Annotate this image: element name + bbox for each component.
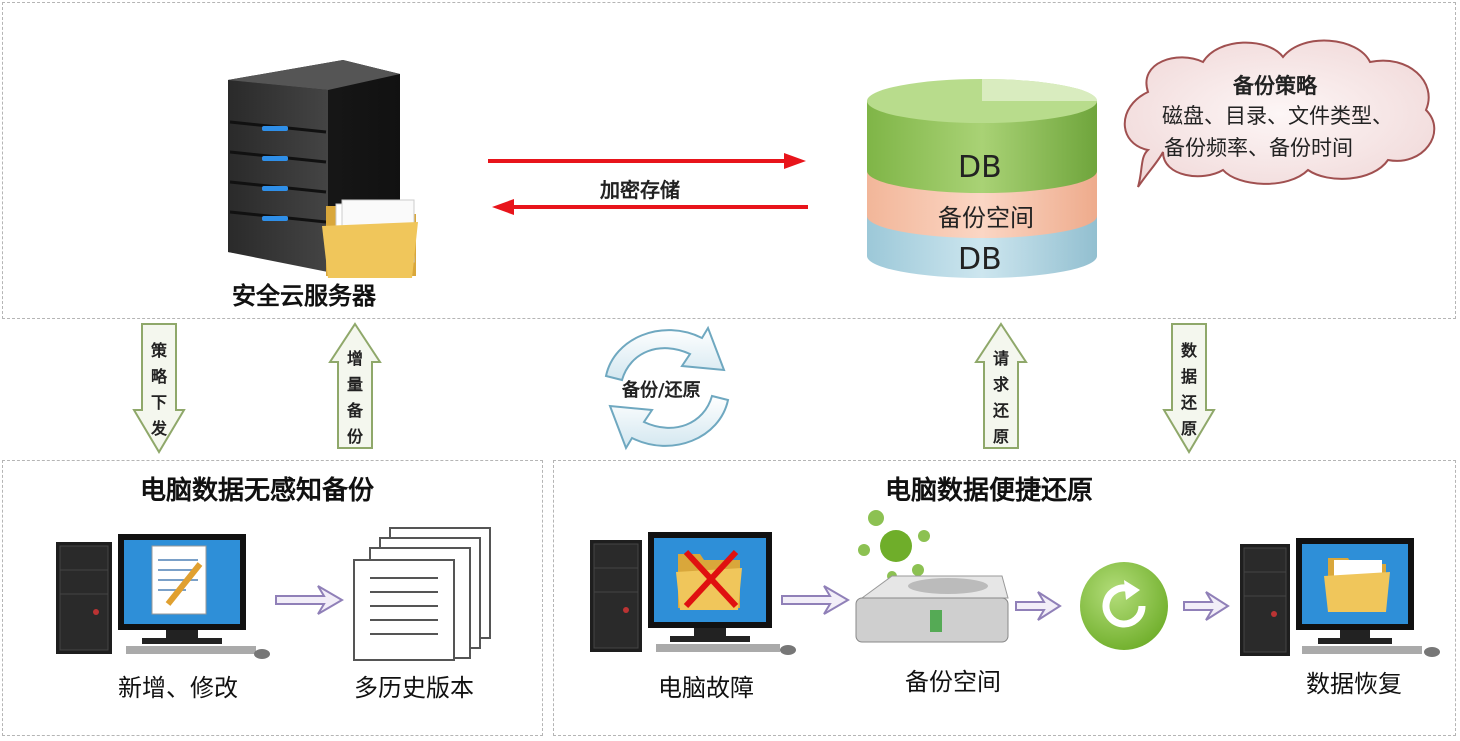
cloud-title: 备份策略 — [1233, 74, 1317, 98]
incremental-char-1: 增 — [346, 349, 363, 368]
cloud-line2: 备份频率、备份时间 — [1164, 136, 1353, 160]
database-cylinder — [867, 79, 1097, 278]
arrow-up-incremental — [328, 322, 382, 449]
policy-char-3: 下 — [150, 393, 167, 412]
hollow-arrow-left-1 — [275, 585, 344, 615]
backup-caption: 备份空间 — [905, 668, 1001, 696]
incremental-char-3: 备 — [346, 401, 363, 420]
right-panel-title: 电脑数据便捷还原 — [885, 476, 1094, 506]
policy-char-1: 策 — [150, 341, 167, 360]
incremental-char-4: 份 — [346, 427, 363, 446]
hollow-arrow-right-3 — [1183, 591, 1230, 621]
datarestore-char-1: 数 — [1180, 341, 1197, 360]
docs-caption: 多历史版本 — [354, 674, 474, 702]
desktop-pc-fault — [590, 532, 796, 655]
request-char-3: 还 — [992, 401, 1009, 420]
policy-char-4: 发 — [150, 419, 167, 438]
document-stack-icon — [353, 527, 491, 661]
hollow-arrow-right-1 — [781, 585, 850, 615]
left-panel — [2, 460, 543, 736]
db-top-label: DB — [958, 150, 1002, 185]
right-panel — [553, 460, 1456, 736]
datarestore-char-3: 还 — [1180, 393, 1197, 412]
hollow-arrow-right-2 — [1015, 591, 1062, 621]
arrow-up-request-restore — [974, 322, 1028, 449]
backup-drive-icon — [855, 510, 1009, 643]
db-middle-label: 备份空间 — [938, 204, 1034, 232]
left-pc-caption: 新增、修改 — [118, 674, 238, 702]
cycle-label: 备份/还原 — [622, 380, 701, 401]
top-panel — [2, 2, 1456, 319]
left-panel-title: 电脑数据无感知备份 — [140, 476, 375, 506]
restore-icon — [1080, 562, 1168, 650]
desktop-pc-edit — [56, 534, 270, 659]
link-label: 加密存储 — [600, 178, 680, 202]
arrow-down-policy — [132, 323, 186, 454]
policy-char-2: 略 — [150, 367, 167, 386]
strategy-cloud — [1123, 39, 1436, 188]
db-bottom-label: DB — [958, 242, 1002, 277]
incremental-char-2: 量 — [346, 375, 363, 394]
restore-caption: 数据恢复 — [1306, 670, 1402, 698]
server-label: 安全云服务器 — [232, 282, 376, 310]
datarestore-char-4: 原 — [1180, 419, 1197, 438]
datarestore-char-2: 据 — [1180, 367, 1197, 386]
red-double-arrow — [488, 153, 808, 215]
folder-icon — [322, 199, 418, 278]
request-char-4: 原 — [992, 427, 1009, 446]
fault-caption: 电脑故障 — [658, 674, 754, 702]
request-char-2: 求 — [992, 375, 1009, 394]
cycle-icon — [604, 325, 730, 451]
cloud-line1: 磁盘、目录、文件类型、 — [1162, 104, 1393, 128]
request-char-1: 请 — [992, 349, 1009, 368]
desktop-pc-restored — [1240, 538, 1440, 657]
arrow-down-data-restore — [1162, 323, 1216, 454]
